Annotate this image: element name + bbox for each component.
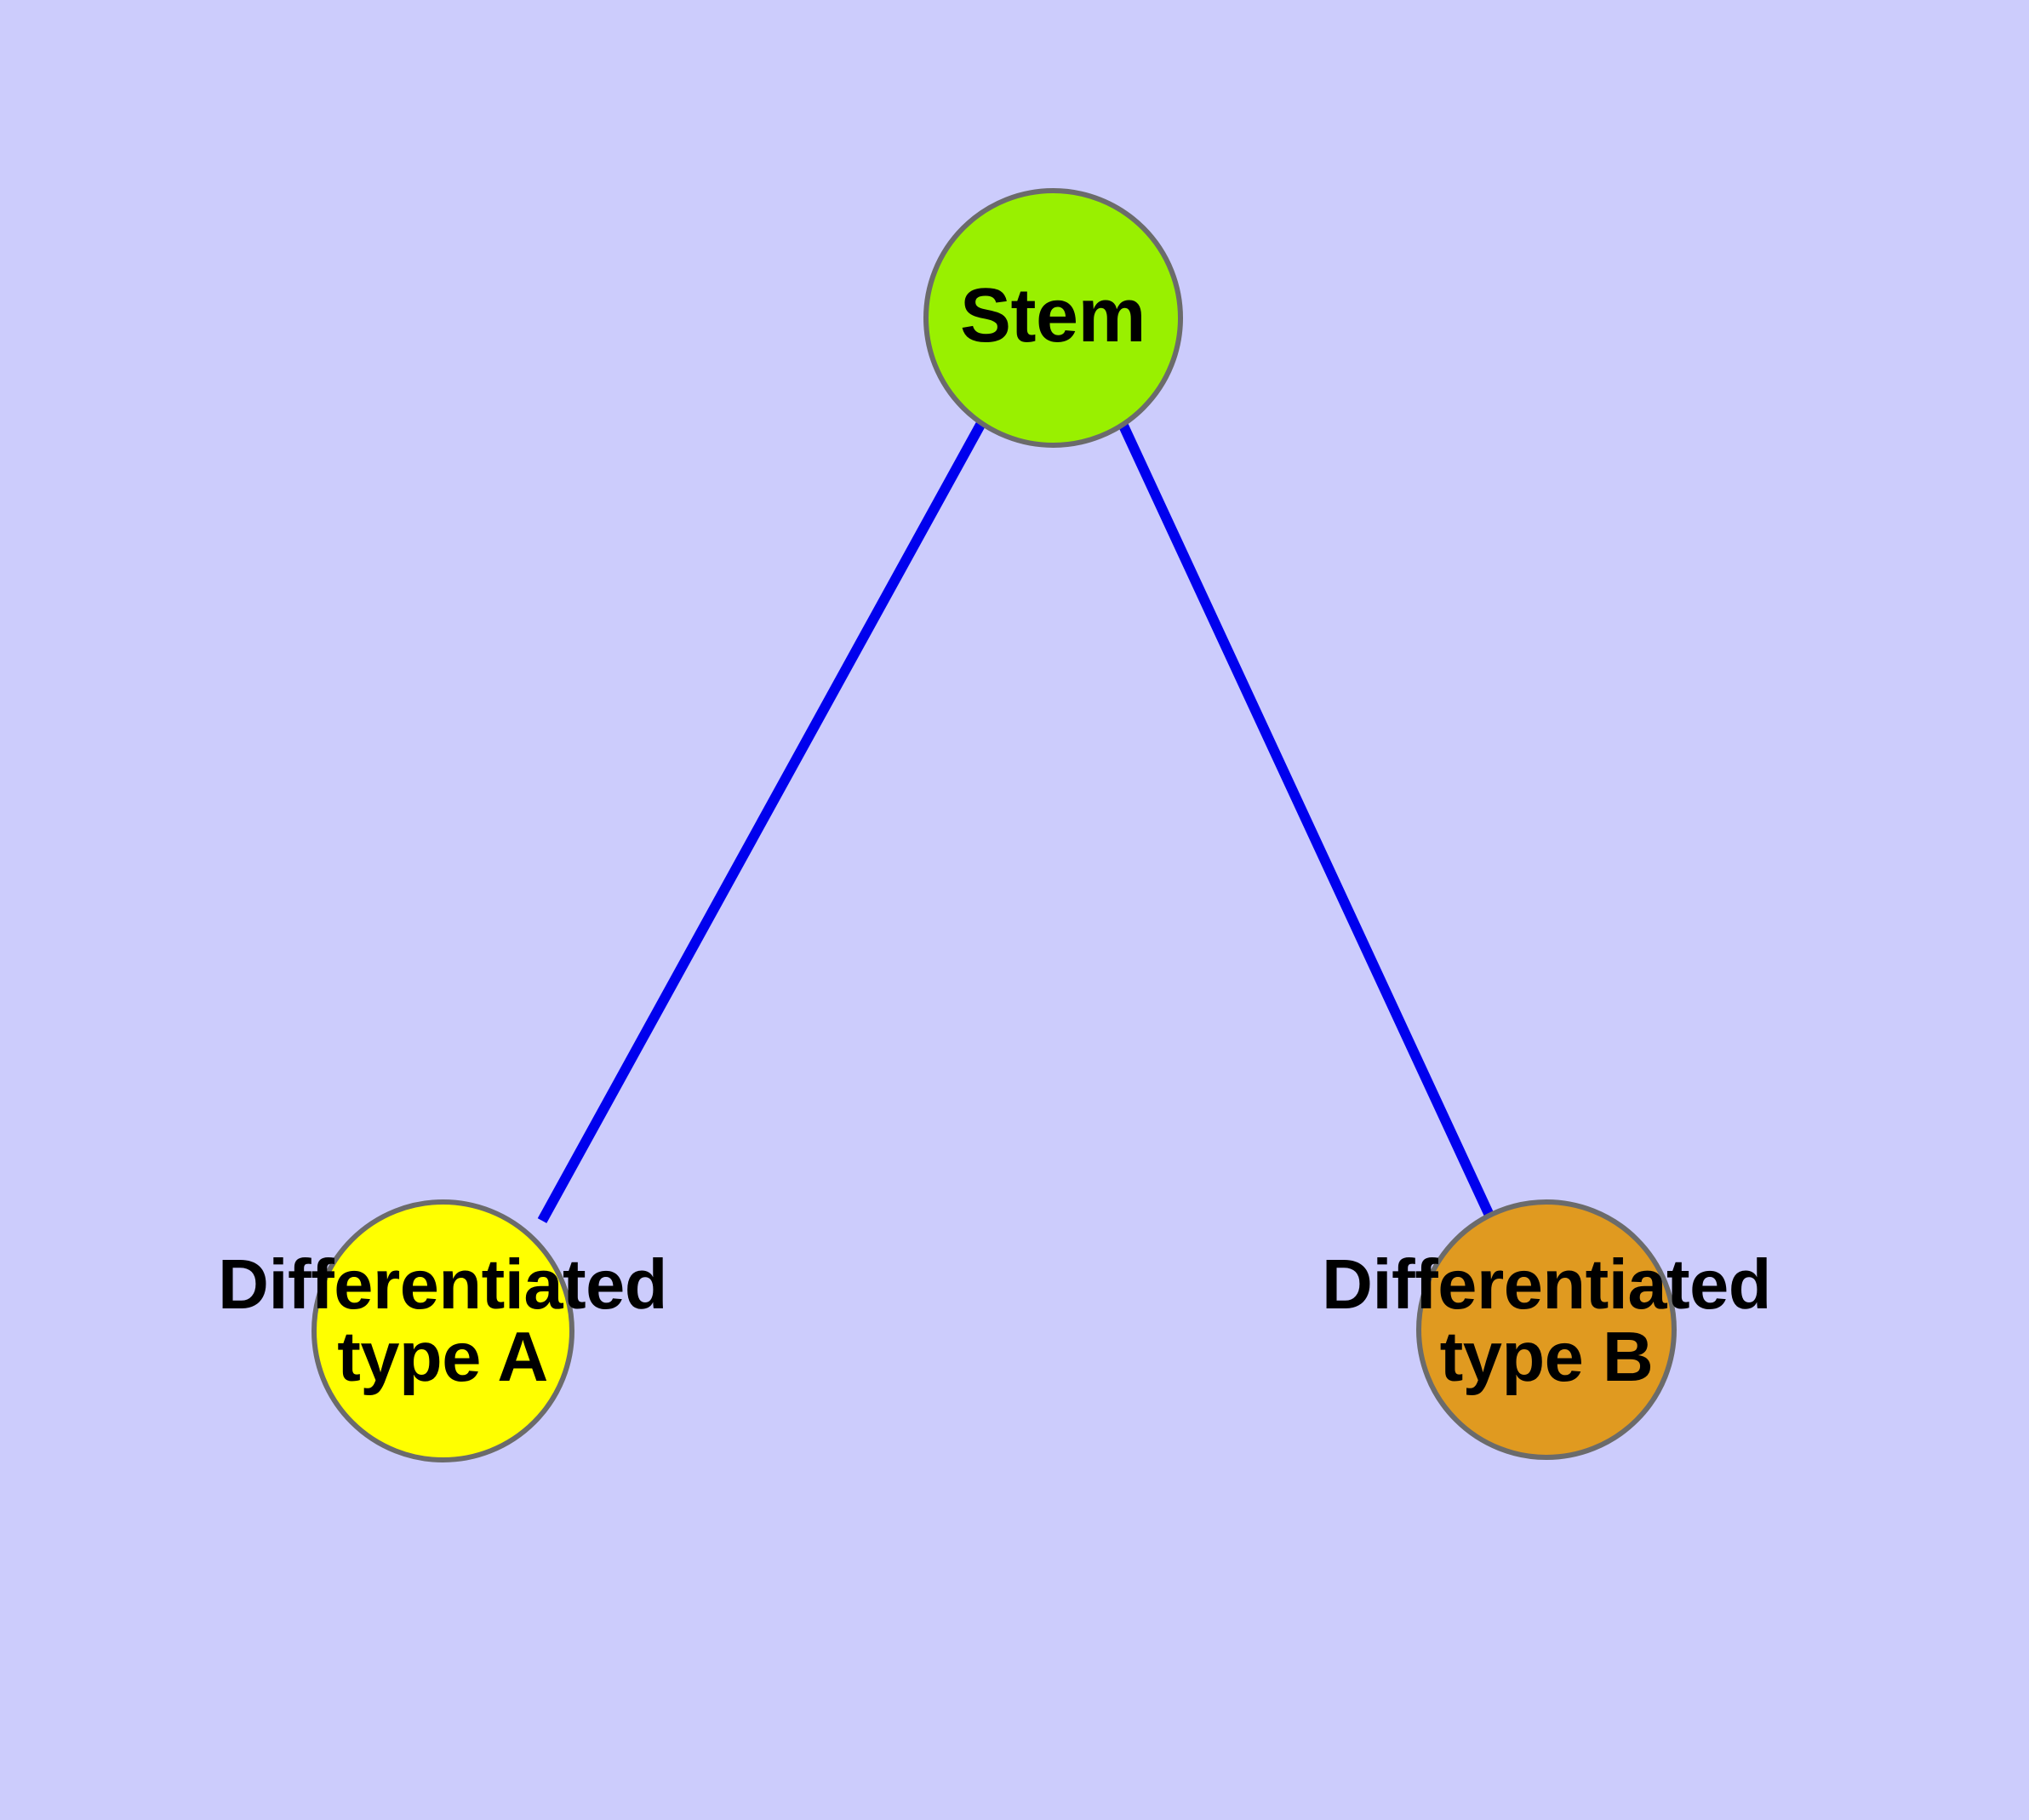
node-label-differentiated-type-b: Differentiated type B: [1206, 1245, 1887, 1396]
edge-stem-to-differentiated-type-a[interactable]: [537, 422, 986, 1223]
node-label-differentiated-type-b-line2: type B: [1439, 1316, 1654, 1396]
node-label-stem: Stem: [797, 273, 1308, 358]
node-stem[interactable]: [923, 188, 1183, 448]
edge-stem-to-differentiated-type-b[interactable]: [1118, 423, 1496, 1222]
node-label-differentiated-type-b-line1: Differentiated: [1322, 1245, 1771, 1324]
node-differentiated-type-a[interactable]: [311, 1199, 574, 1462]
node-label-differentiated-type-a: Differentiated type A: [102, 1245, 783, 1396]
node-label-differentiated-type-a-line1: Differentiated: [218, 1245, 667, 1324]
node-label-differentiated-type-a-line2: type A: [337, 1316, 548, 1396]
node-differentiated-type-b[interactable]: [1416, 1199, 1677, 1460]
node-label-stem-line1: Stem: [959, 273, 1146, 358]
